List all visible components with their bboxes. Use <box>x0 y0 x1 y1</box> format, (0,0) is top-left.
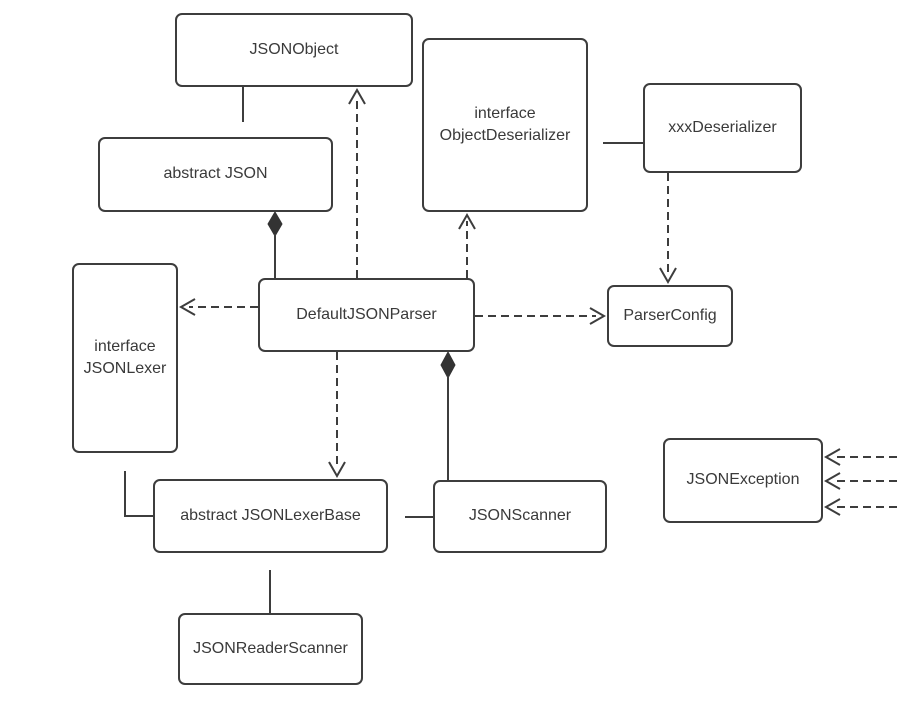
edge-xxxdeserializer-depends-parserconfig <box>659 173 677 285</box>
edge-external-depends-jsonexception-3 <box>823 498 897 516</box>
edge-xxxdeserializer-implements-objectdeserializer <box>590 136 643 150</box>
class-node-jsonreaderscanner: JSONReaderScanner <box>178 613 363 685</box>
class-node-xxxdeserializer: xxxDeserializer <box>643 83 802 173</box>
class-node-jsonobject: JSONObject <box>175 13 413 87</box>
class-node-jsonlexer: interface JSONLexer <box>72 263 178 453</box>
edge-jsonreaderscanner-extends-jsonlexerbase <box>263 556 277 613</box>
edge-parser-depends-jsonlexer <box>178 298 258 316</box>
edge-parser-depends-objectdeserializer <box>458 212 476 278</box>
class-node-parserconfig: ParserConfig <box>607 285 733 347</box>
edge-jsonscanner-extends-jsonlexerbase <box>392 510 433 524</box>
edge-parser-depends-jsonobject <box>348 87 366 278</box>
class-node-abstract-json: abstract JSON <box>98 137 333 212</box>
edge-jsonobject-extends-abstract-json <box>236 87 250 136</box>
class-node-jsonscanner: JSONScanner <box>433 480 607 553</box>
class-node-objectdeserializer: interface ObjectDeserializer <box>422 38 588 212</box>
class-node-jsonlexerbase: abstract JSONLexerBase <box>153 479 388 553</box>
edge-jsonlexerbase-implements-jsonlexer <box>118 457 153 517</box>
edge-parser-depends-jsonlexerbase <box>328 352 346 479</box>
edge-external-depends-jsonexception-1 <box>823 448 897 466</box>
class-node-jsonexception: JSONException <box>663 438 823 523</box>
edge-external-depends-jsonexception-2 <box>823 472 897 490</box>
edge-parser-depends-parserconfig <box>475 307 607 325</box>
edge-parser-composition-jsonscanner <box>440 350 456 480</box>
edge-abstractjson-composition-parser <box>267 211 283 278</box>
class-node-defaultjsonparser: DefaultJSONParser <box>258 278 475 352</box>
